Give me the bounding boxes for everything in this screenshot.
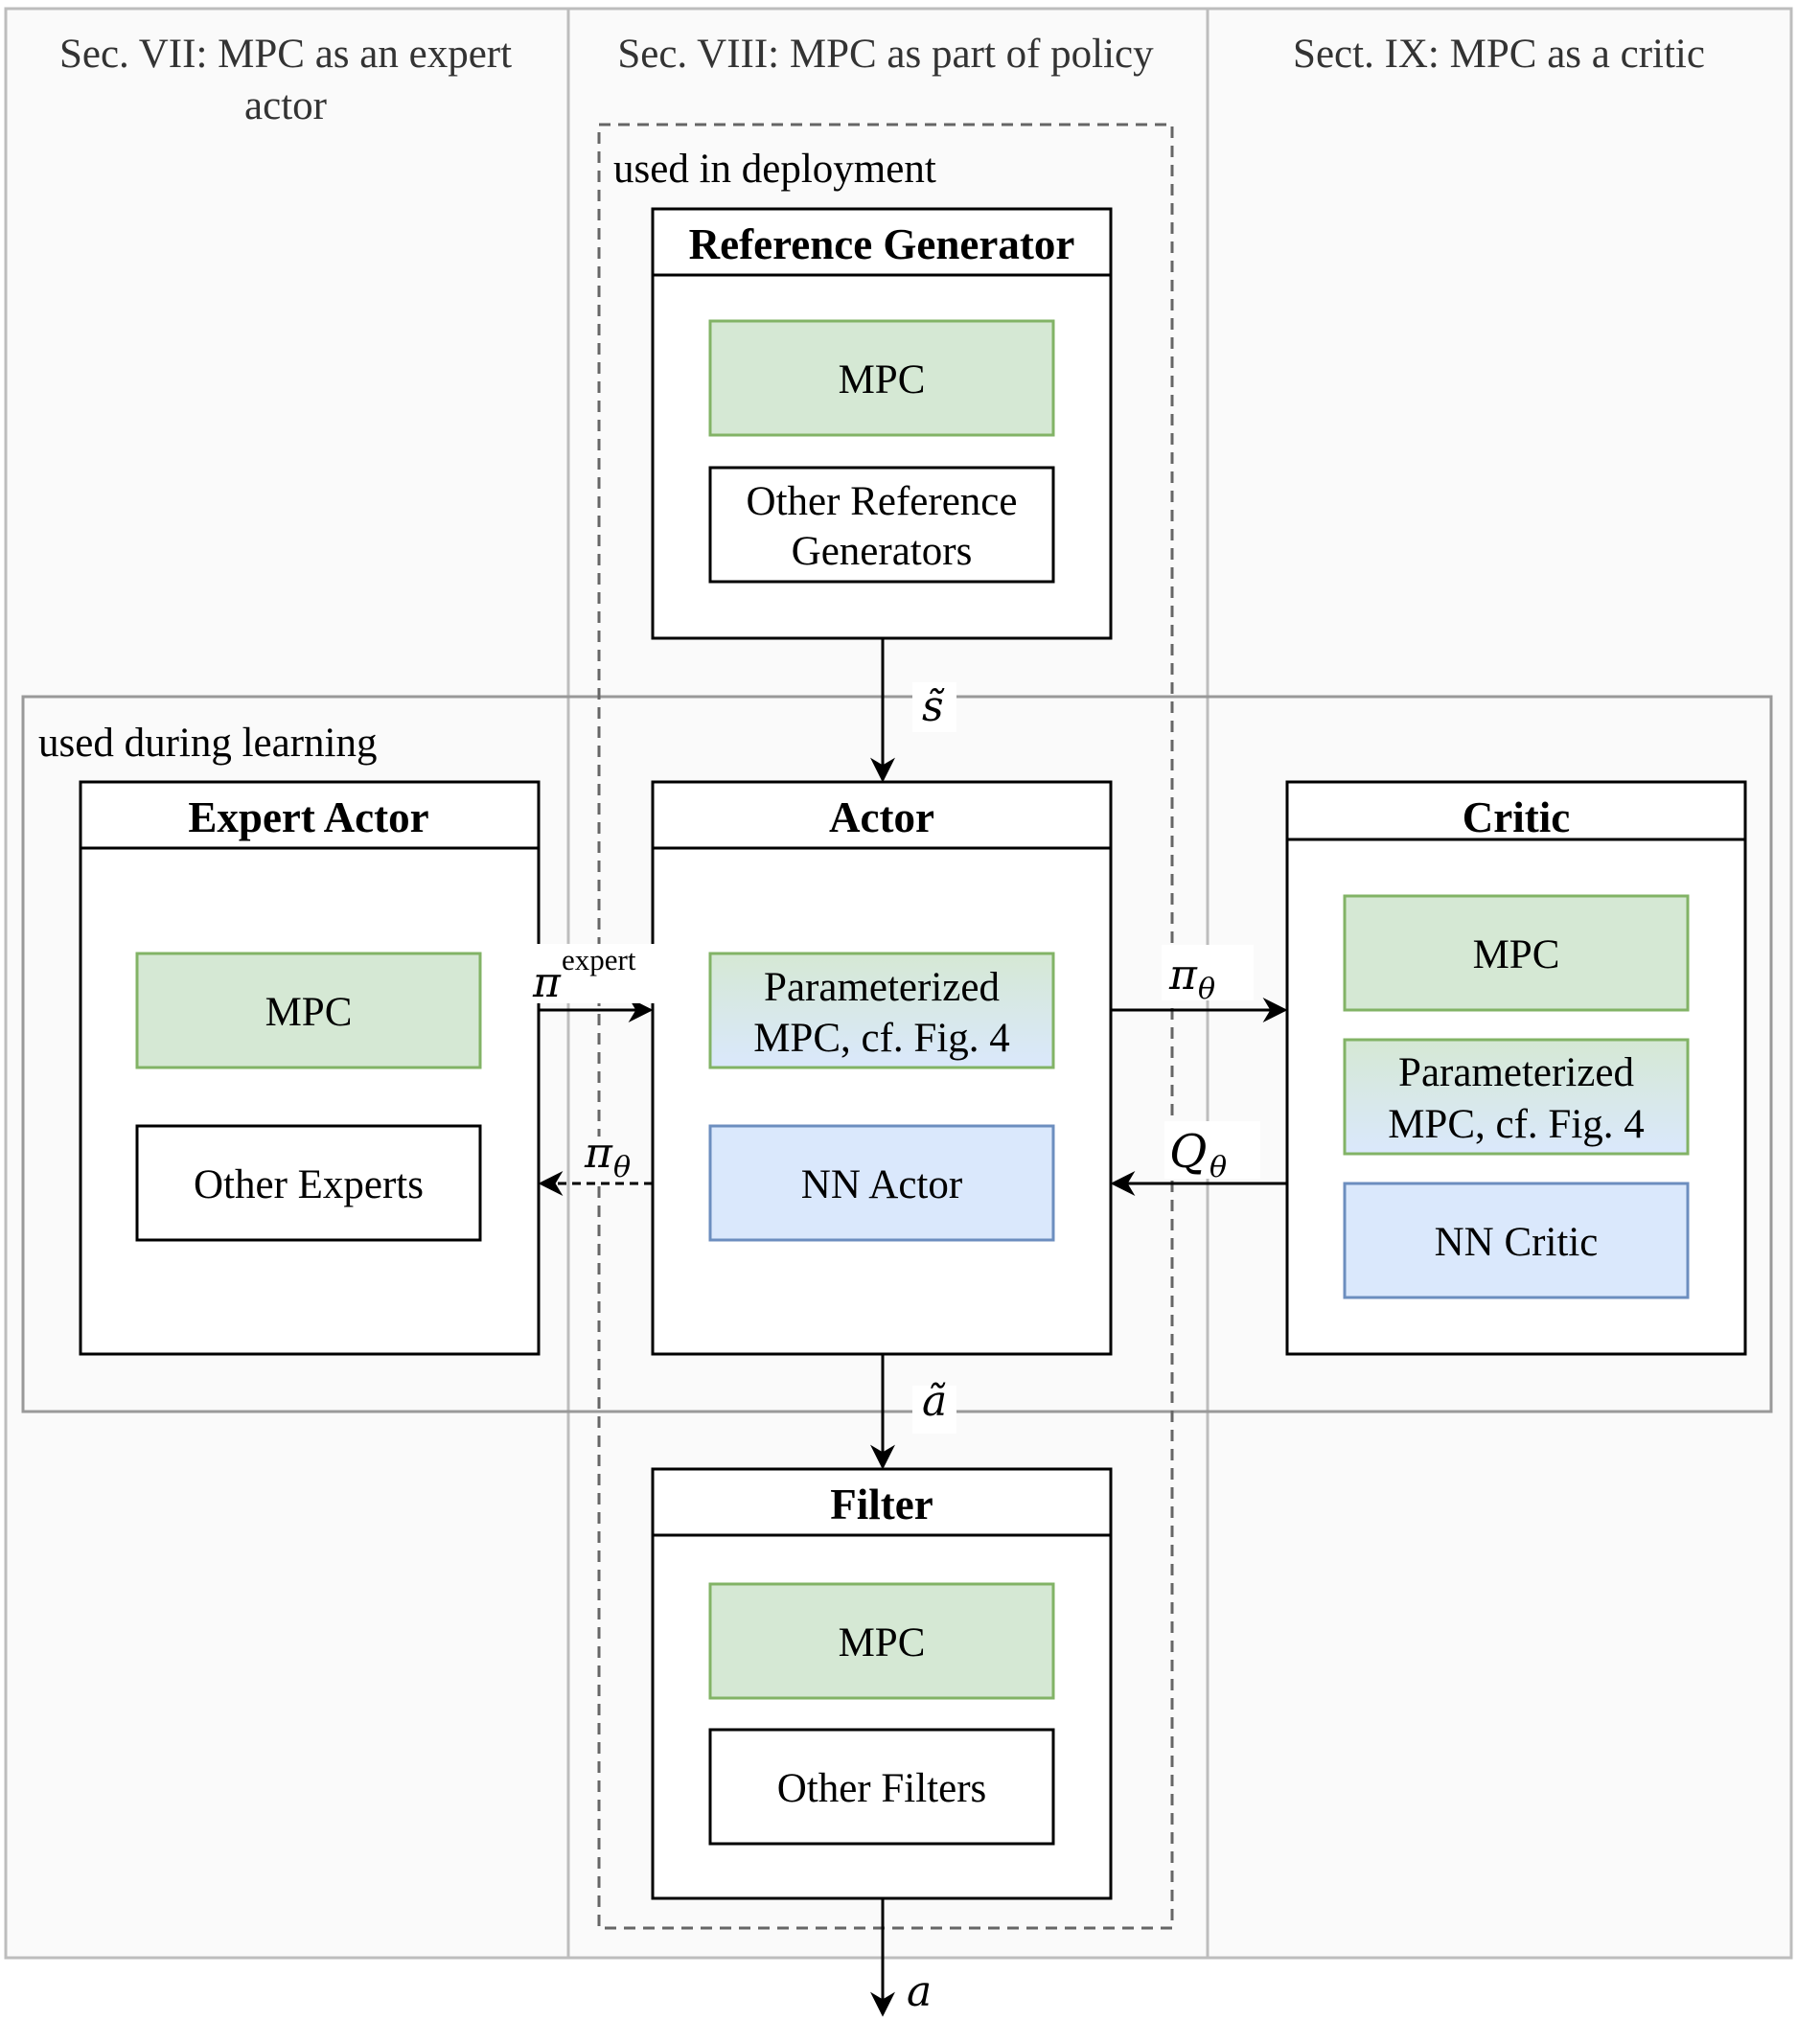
label-pi-theta-expert-subscript: θ	[613, 1151, 631, 1184]
reference-generator-title: Reference Generator	[689, 220, 1075, 268]
filter-other-box	[708, 1728, 1055, 1846]
label-s-tilde: s̃	[922, 682, 945, 731]
actor-title: Actor	[829, 793, 934, 841]
filter-mpc-label: MPC	[839, 1620, 926, 1665]
expert-actor-title: Expert Actor	[188, 793, 428, 841]
expert-actor-block: Expert Actor MPC Other Experts	[79, 780, 541, 1356]
reference-generator-mpc-box	[708, 319, 1055, 437]
column-title-critic: Sect. IX: MPC as a critic	[1293, 32, 1705, 77]
critic-nn-box	[1343, 1182, 1690, 1299]
critic-parameterized-mpc-box	[1343, 1038, 1690, 1156]
actor-nn-box	[708, 1124, 1055, 1242]
expert-actor-other-box	[135, 1124, 482, 1242]
critic-parameterized-line2: MPC, cf. Fig. 4	[1388, 1102, 1645, 1147]
critic-mpc-label: MPC	[1473, 932, 1560, 977]
label-pi-theta-critic-symbol: π	[1168, 951, 1198, 999]
critic-mpc-box	[1343, 894, 1690, 1012]
label-pi-expert-symbol: π	[532, 958, 562, 1007]
critic-parameterized-line1: Parameterized	[1398, 1050, 1634, 1095]
reference-generator-other-box	[708, 466, 1055, 584]
learning-region	[21, 695, 1773, 1413]
critic-block: Critic MPC Parameterized MPC, cf. Fig. 4…	[1285, 780, 1747, 1356]
deployment-region-label: used in deployment	[613, 147, 936, 192]
reference-generator-other-line1: Other Reference	[747, 479, 1018, 524]
actor-parameterized-line1: Parameterized	[764, 965, 1000, 1010]
label-a-tilde: ã	[922, 1377, 947, 1426]
label-q-theta-symbol: Q	[1169, 1125, 1207, 1179]
actor-block: Actor Parameterized MPC, cf. Fig. 4 NN A…	[651, 780, 1113, 1356]
critic-nn-label: NN Critic	[1435, 1220, 1599, 1265]
label-q-theta-subscript: θ	[1210, 1151, 1227, 1184]
column-title-expert-line1: Sec. VII: MPC as an expert	[59, 32, 512, 77]
column-title-policy: Sec. VIII: MPC as part of policy	[617, 32, 1154, 77]
label-pi-theta-expert-symbol: π	[584, 1129, 613, 1178]
learning-region-label: used during learning	[38, 721, 377, 766]
label-a-output: a	[907, 1967, 932, 2016]
label-pi-expert-superscript: expert	[562, 943, 636, 976]
filter-other-label: Other Filters	[777, 1766, 987, 1811]
expert-actor-mpc-box	[135, 952, 482, 1069]
expert-actor-mpc-label: MPC	[265, 990, 353, 1035]
label-pi-theta-critic-subscript: θ	[1198, 973, 1215, 1006]
filter-block: Filter MPC Other Filters	[651, 1467, 1113, 1900]
critic-title: Critic	[1463, 793, 1570, 841]
reference-generator-other-line2: Generators	[792, 529, 973, 574]
reference-generator-block: Reference Generator MPC Other Reference …	[651, 207, 1113, 640]
connectors	[538, 638, 1288, 2017]
reference-generator-mpc-label: MPC	[839, 357, 926, 402]
actor-parameterized-mpc-box	[708, 952, 1055, 1069]
signal-labels: s̃ ã a π expert π θ π θ Q θ	[529, 682, 1260, 2016]
actor-nn-label: NN Actor	[801, 1162, 962, 1207]
column-title-expert-line2: actor	[244, 83, 327, 128]
expert-actor-other-label: Other Experts	[194, 1162, 424, 1207]
filter-mpc-box	[708, 1582, 1055, 1700]
actor-parameterized-line2: MPC, cf. Fig. 4	[753, 1016, 1010, 1061]
filter-title: Filter	[830, 1481, 933, 1528]
